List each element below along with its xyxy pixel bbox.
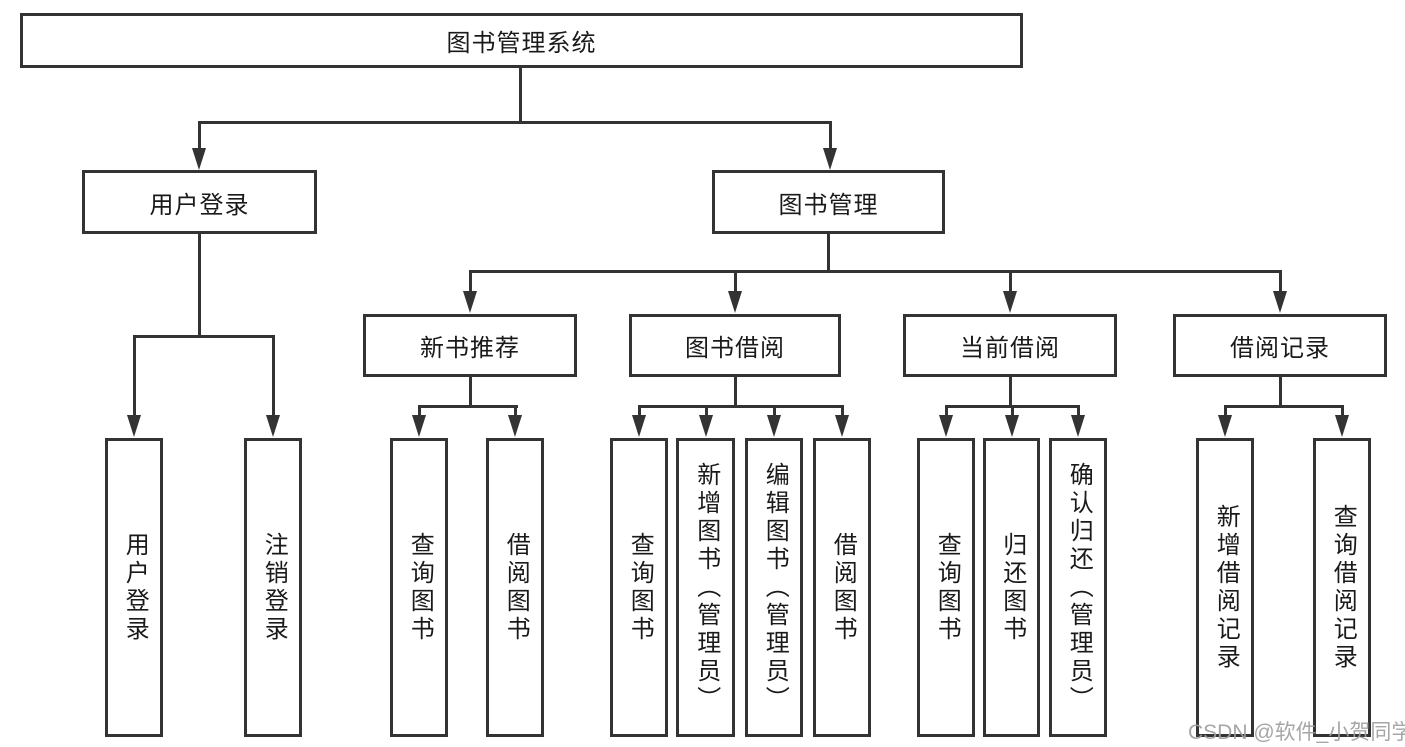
edge-line [1224, 405, 1344, 408]
edge-line [773, 405, 776, 419]
leaf-rec-borrow-books: 借阅图书 [486, 438, 544, 737]
arrow-down-icon [1005, 415, 1019, 437]
leaf-rec-query-books: 查询图书 [390, 438, 448, 737]
edge-line [705, 405, 708, 419]
arrow-down-icon [1273, 291, 1287, 313]
arrow-down-icon [728, 291, 742, 313]
arrow-down-icon [632, 415, 646, 437]
node-new-book-recommend: 新书推荐 [363, 314, 577, 377]
leaf-borrow-borrow-books-label: 借阅图书 [829, 531, 857, 644]
node-user-login: 用户登录 [82, 170, 317, 234]
node-book-borrow: 图书借阅 [629, 314, 841, 377]
edge-line [841, 405, 844, 419]
leaf-borrow-add-books-label: 新增图书（管理员） [692, 461, 720, 714]
edge-line [133, 335, 275, 338]
leaf-current-return-books: 归还图书 [983, 438, 1040, 737]
edge-line [734, 270, 737, 296]
leaf-logout: 注销登录 [244, 438, 302, 737]
arrow-down-icon [1003, 291, 1017, 313]
edge-line [734, 377, 737, 408]
leaf-records-add-label: 新增借阅记录 [1212, 503, 1240, 672]
edge-line [1341, 405, 1344, 419]
leaf-borrow-add-books: 新增图书（管理员） [676, 438, 735, 737]
arrow-down-icon [699, 415, 713, 437]
arrow-down-icon [192, 148, 206, 170]
leaf-borrow-query-books: 查询图书 [610, 438, 668, 737]
leaf-current-query-books: 查询图书 [917, 438, 975, 737]
edge-line [469, 377, 472, 408]
node-borrow-records-label: 借阅记录 [1230, 335, 1330, 362]
node-root: 图书管理系统 [20, 13, 1023, 68]
node-new-book-recommend-label: 新书推荐 [420, 335, 520, 362]
arrow-down-icon [835, 415, 849, 437]
edge-line [418, 405, 518, 408]
leaf-records-query: 查询借阅记录 [1313, 438, 1371, 737]
edge-line [827, 234, 830, 273]
edge-line [638, 405, 641, 419]
node-book-management-label: 图书管理 [778, 191, 879, 219]
leaf-current-confirm-return: 确认归还（管理员） [1049, 438, 1107, 737]
arrow-down-icon [939, 415, 953, 437]
arrow-down-icon [463, 291, 477, 313]
edge-line [198, 121, 201, 151]
edge-line [1011, 405, 1014, 419]
edge-line [1077, 405, 1080, 419]
edge-line [469, 270, 1282, 273]
csdn-watermark: CSDN @软件_小贺同学 [1188, 721, 1405, 744]
node-user-login-label: 用户登录 [149, 191, 250, 219]
arrow-down-icon [412, 415, 426, 437]
edge-line [418, 405, 421, 419]
leaf-current-return-books-label: 归还图书 [998, 531, 1026, 644]
leaf-borrow-borrow-books: 借阅图书 [813, 438, 871, 737]
edge-line [469, 270, 472, 296]
node-book-management: 图书管理 [712, 170, 945, 234]
node-borrow-records: 借阅记录 [1173, 314, 1387, 377]
node-book-borrow-label: 图书借阅 [685, 335, 785, 362]
edge-line [638, 405, 844, 408]
node-current-borrow-label: 当前借阅 [960, 335, 1060, 362]
arrow-down-icon [1071, 415, 1085, 437]
arrow-down-icon [508, 415, 522, 437]
edge-line [272, 335, 275, 419]
leaf-user-login-label: 用户登录 [121, 531, 149, 644]
edge-line [1009, 270, 1012, 296]
arrow-down-icon [823, 148, 837, 170]
arrow-down-icon [767, 415, 781, 437]
leaf-borrow-edit-books: 编辑图书（管理员） [745, 438, 803, 737]
leaf-rec-query-books-label: 查询图书 [406, 531, 434, 644]
arrow-down-icon [1218, 415, 1232, 437]
leaf-current-query-books-label: 查询图书 [933, 531, 961, 644]
edge-line [1224, 405, 1227, 419]
edge-line [829, 121, 832, 151]
edge-line [1279, 377, 1282, 408]
node-root-label: 图书管理系统 [446, 30, 597, 57]
leaf-rec-borrow-books-label: 借阅图书 [502, 531, 530, 644]
edge-line [514, 405, 517, 419]
edge-line [519, 67, 522, 123]
leaf-current-confirm-return-label: 确认归还（管理员） [1065, 461, 1093, 714]
edge-line [945, 405, 948, 419]
leaf-user-login: 用户登录 [105, 438, 163, 737]
leaf-records-add: 新增借阅记录 [1196, 438, 1254, 737]
edge-line [198, 121, 832, 124]
node-current-borrow: 当前借阅 [903, 314, 1117, 377]
edge-line [1279, 270, 1282, 296]
leaf-borrow-edit-books-label: 编辑图书（管理员） [761, 461, 789, 714]
edge-line [133, 335, 136, 419]
arrow-down-icon [266, 415, 280, 437]
arrow-down-icon [1335, 415, 1349, 437]
leaf-records-query-label: 查询借阅记录 [1329, 503, 1357, 672]
arrow-down-icon [127, 415, 141, 437]
edge-line [1009, 377, 1012, 408]
leaf-logout-label: 注销登录 [260, 531, 288, 644]
leaf-borrow-query-books-label: 查询图书 [626, 531, 654, 644]
edge-line [198, 234, 201, 337]
